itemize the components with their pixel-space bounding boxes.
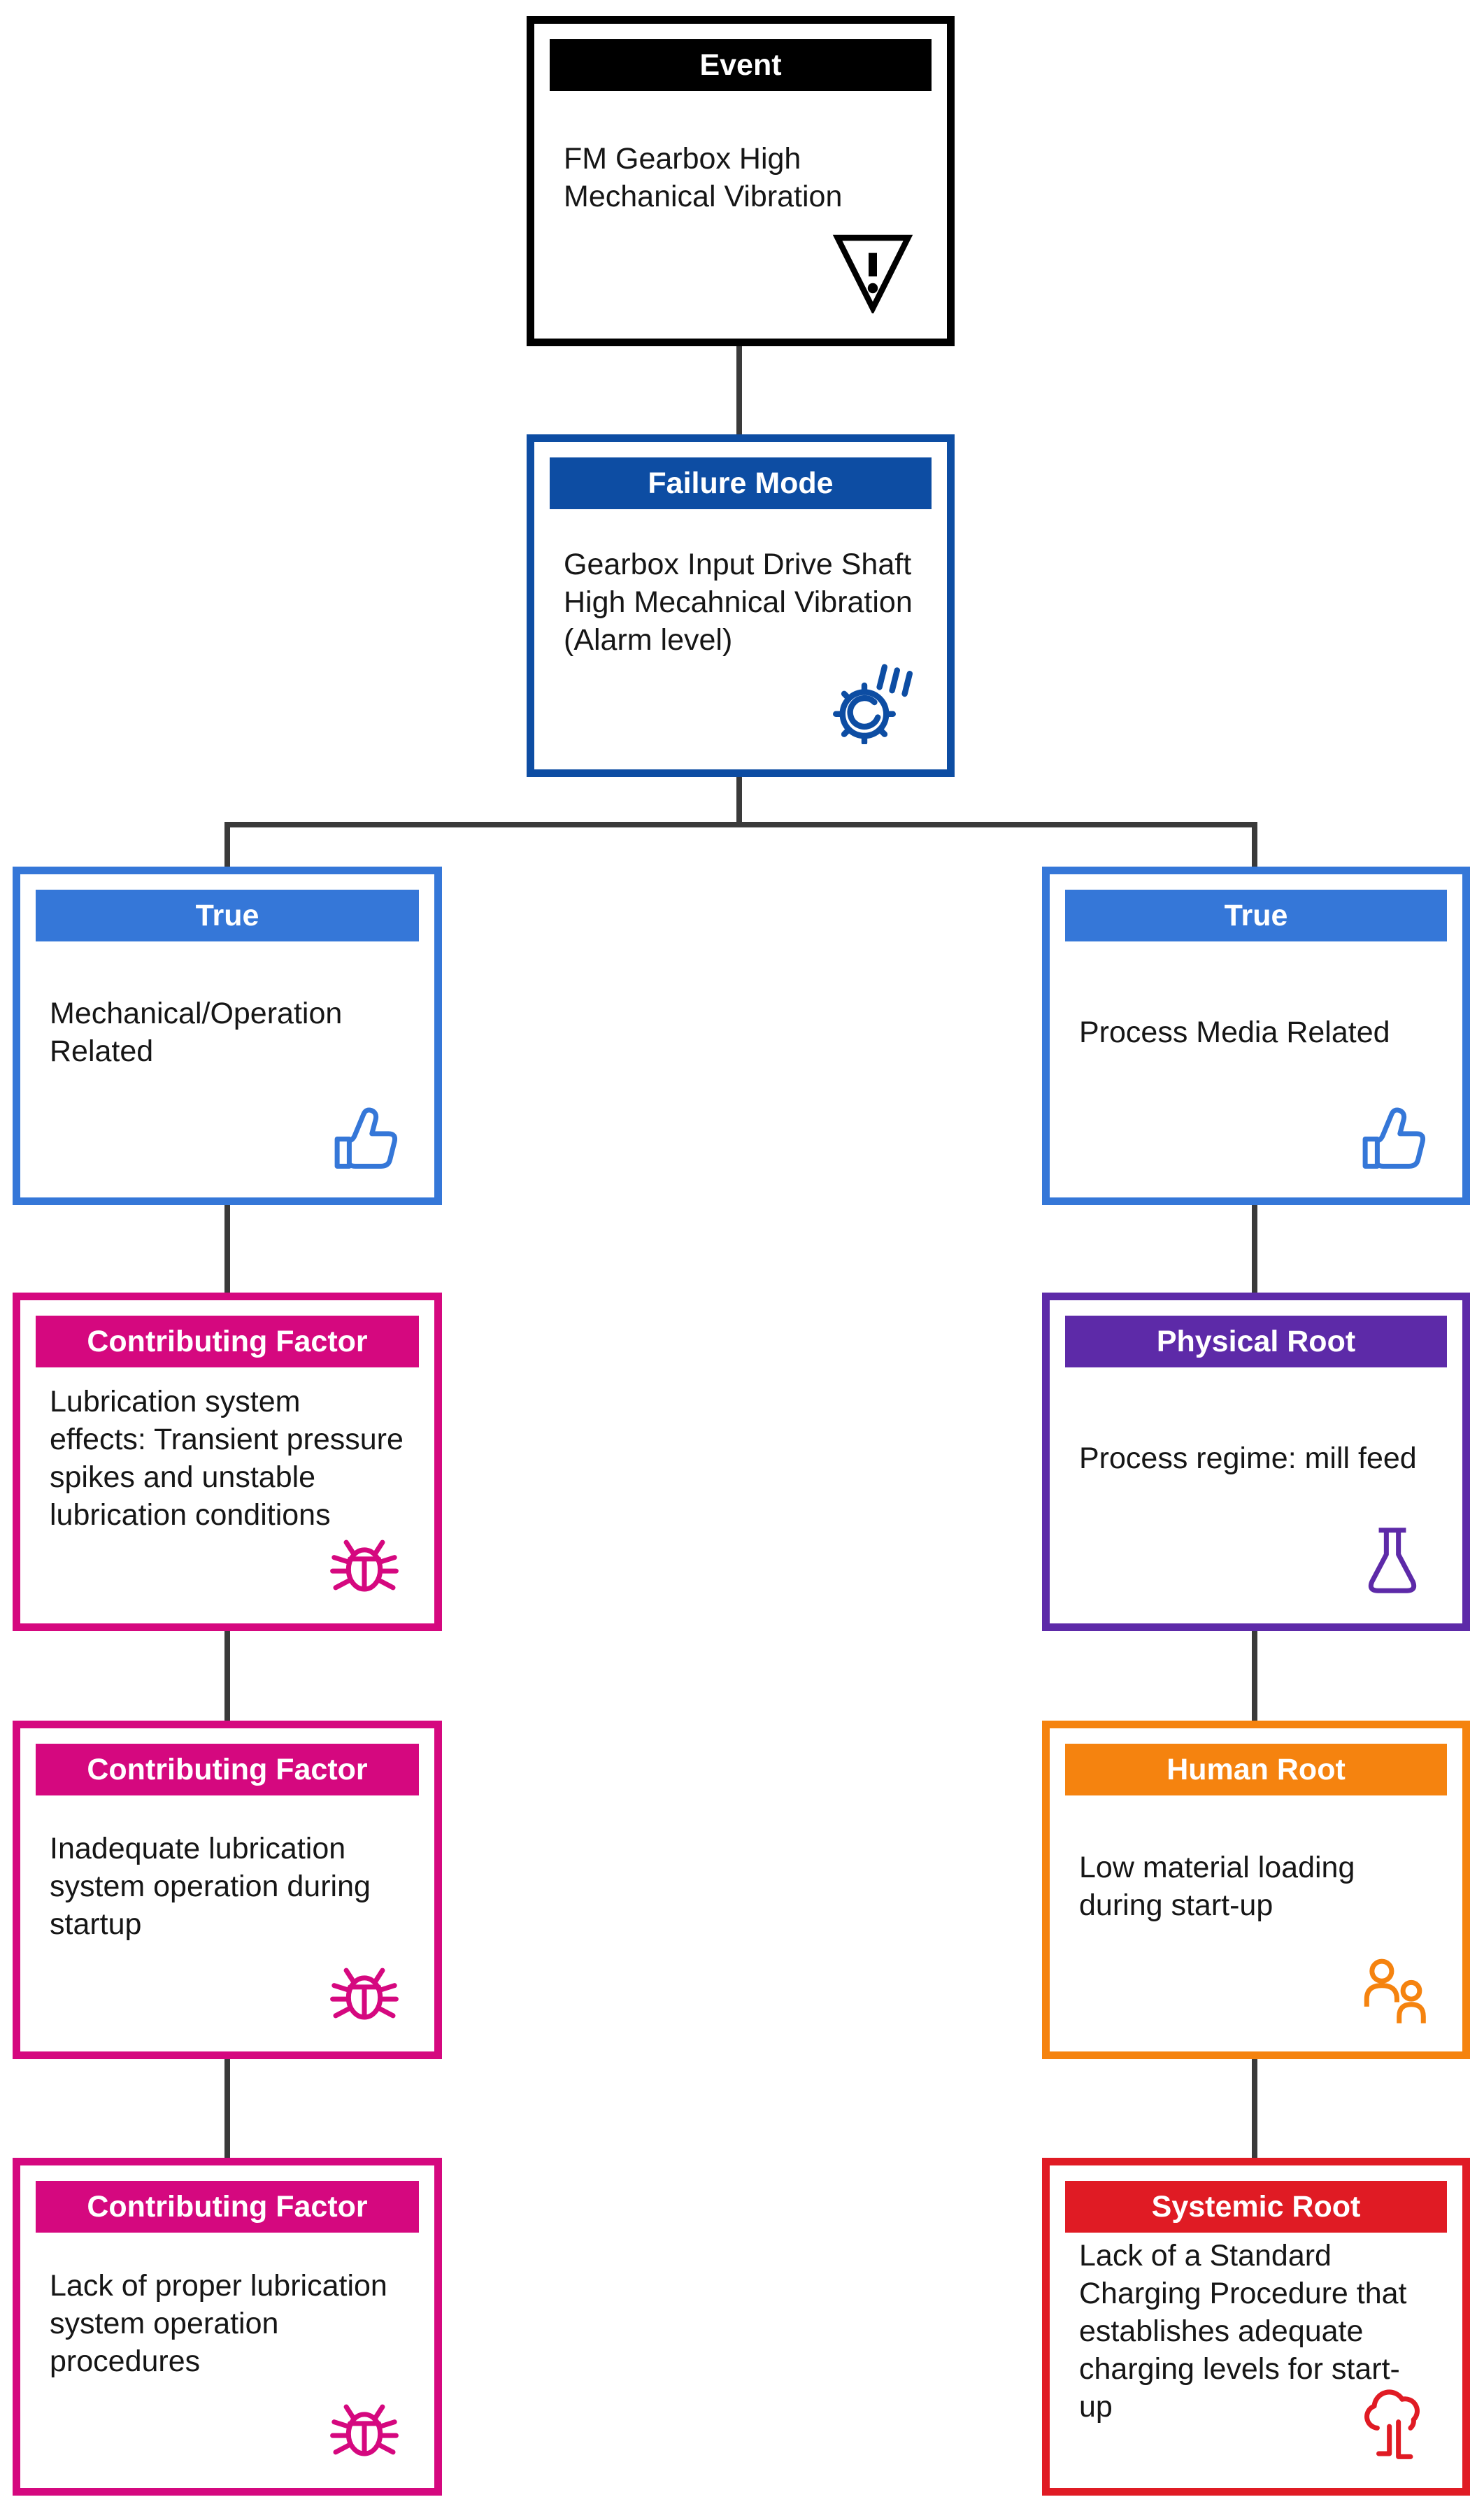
node-body-text: Gearbox Input Drive Shaft High Mecahnica…	[564, 548, 913, 657]
node-body-text: FM Gearbox High Mechanical Vibration	[564, 142, 843, 213]
tree-icon	[1355, 2387, 1430, 2463]
node-body-text: Process regime: mill feed	[1079, 1442, 1417, 1475]
node-body-text: Low material loading during start-up	[1079, 1851, 1355, 1922]
node-type-badge: Human Root	[1065, 1744, 1447, 1795]
warning-icon	[831, 229, 915, 313]
node-contributing-factor-1[interactable]: Contributing Factor Lubrication system e…	[13, 1293, 442, 1631]
connector-left-true-to-cf1	[224, 1205, 230, 1293]
connector-cf1-to-cf2	[224, 1631, 230, 1721]
connector-branch-right-drop	[1252, 825, 1257, 867]
node-body-text: Lack of a Standard Charging Procedure th…	[1079, 2239, 1407, 2424]
node-true-mechanical[interactable]: True Mechanical/Operation Related	[13, 867, 442, 1205]
flask-icon	[1355, 1523, 1430, 1598]
node-human-root[interactable]: Human Root Low material loading during s…	[1042, 1721, 1470, 2059]
node-body-text: Lubrication system effects: Transient pr…	[50, 1385, 404, 1532]
node-type-badge: Event	[550, 39, 932, 91]
node-body-text: Lack of proper lubrication system operat…	[50, 2268, 387, 2378]
node-type-badge: Failure Mode	[550, 457, 932, 509]
connector-human-to-systemic	[1252, 2059, 1257, 2158]
people-icon	[1355, 1951, 1430, 2026]
node-systemic-root[interactable]: Systemic Root Lack of a Standard Chargin…	[1042, 2158, 1470, 2496]
node-failure-mode[interactable]: Failure Mode Gearbox Input Drive Shaft H…	[527, 434, 955, 777]
thumbs-up-icon	[1355, 1097, 1430, 1172]
node-event[interactable]: Event FM Gearbox High Mechanical Vibrati…	[527, 16, 955, 346]
node-type-badge: Contributing Factor	[36, 1744, 419, 1795]
connector-physical-to-human	[1252, 1631, 1257, 1721]
connector-branch-left-drop	[224, 825, 230, 867]
node-type-badge: True	[1065, 890, 1447, 941]
connector-failure-mode-stub	[736, 777, 742, 825]
connector-branch-horizontal	[224, 822, 1257, 827]
gear-vibration-icon	[831, 660, 915, 744]
node-type-badge: Contributing Factor	[36, 2181, 419, 2233]
node-contributing-factor-2[interactable]: Contributing Factor Inadequate lubricati…	[13, 1721, 442, 2059]
node-contributing-factor-3[interactable]: Contributing Factor Lack of proper lubri…	[13, 2158, 442, 2496]
node-type-badge: True	[36, 890, 419, 941]
node-type-badge: Systemic Root	[1065, 2181, 1447, 2233]
node-type-badge: Contributing Factor	[36, 1316, 419, 1367]
connector-event-to-failure-mode	[736, 346, 742, 434]
thumbs-up-icon	[327, 1097, 402, 1172]
connector-cf2-to-cf3	[224, 2059, 230, 2158]
node-type-badge: Physical Root	[1065, 1316, 1447, 1367]
connector-right-true-to-physical	[1252, 1205, 1257, 1293]
node-body-text: Process Media Related	[1079, 1016, 1390, 1049]
node-true-process-media[interactable]: True Process Media Related	[1042, 867, 1470, 1205]
node-physical-root[interactable]: Physical Root Process regime: mill feed	[1042, 1293, 1470, 1631]
bug-icon	[327, 2387, 402, 2463]
node-body-text: Mechanical/Operation Related	[50, 997, 343, 1068]
node-body-text: Inadequate lubrication system operation …	[50, 1832, 371, 1941]
bug-icon	[327, 1523, 402, 1598]
bug-icon	[327, 1951, 402, 2026]
